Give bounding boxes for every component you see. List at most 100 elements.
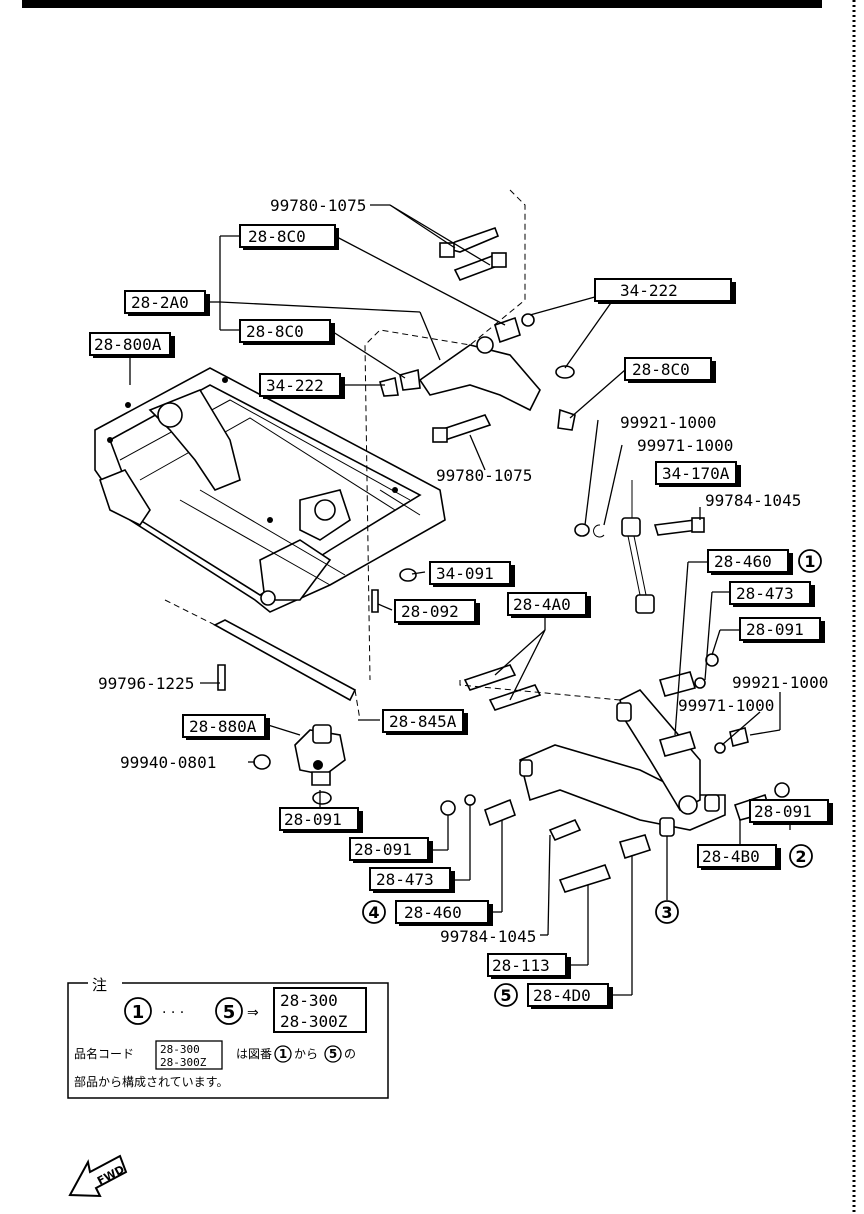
svg-text:28-2A0: 28-2A0 bbox=[131, 293, 189, 312]
svg-text:の: の bbox=[344, 1047, 356, 1061]
svg-text:28-4B0: 28-4B0 bbox=[702, 847, 760, 866]
label-bolt-0801: 99940-0801 bbox=[120, 753, 216, 772]
label-nut-091-low: 28-091 bbox=[349, 837, 433, 863]
label-bolt-upper-top: 99780-1075 bbox=[270, 196, 366, 215]
svg-text:99784-1045: 99784-1045 bbox=[705, 491, 801, 510]
svg-text:28-300: 28-300 bbox=[160, 1043, 200, 1056]
svg-text:28-460: 28-460 bbox=[714, 552, 772, 571]
label-washer-1000-r: 99921-1000 bbox=[732, 673, 828, 692]
note-box: 注 1 · · · 5 ⇒ 28-300 28-300Z 品名コード 28-30… bbox=[67, 976, 389, 1099]
svg-text:99940-0801: 99940-0801 bbox=[120, 753, 216, 772]
label-nut-091-mid: 34-091 bbox=[429, 561, 515, 587]
svg-text:1: 1 bbox=[279, 1047, 287, 1061]
label-bush-473-r: 28-473 bbox=[729, 581, 815, 607]
svg-text:99780-1075: 99780-1075 bbox=[270, 196, 366, 215]
label-nut-222-left: 34-222 bbox=[259, 373, 345, 399]
svg-text:28-880A: 28-880A bbox=[189, 717, 257, 736]
svg-text:1: 1 bbox=[804, 552, 815, 571]
svg-text:2: 2 bbox=[795, 847, 806, 866]
label-crossmember: 28-800A bbox=[89, 332, 175, 358]
svg-text:99921-1000: 99921-1000 bbox=[732, 673, 828, 692]
svg-text:3: 3 bbox=[661, 903, 672, 922]
label-washer-s1000: 99971-1000 bbox=[637, 436, 733, 455]
svg-text:28-8C0: 28-8C0 bbox=[632, 360, 690, 379]
svg-text:28-4A0: 28-4A0 bbox=[513, 595, 571, 614]
label-bar-845: 28-845A bbox=[382, 709, 468, 735]
svg-text:· · ·: · · · bbox=[162, 1005, 184, 1021]
label-nut-222-right: 34-222 bbox=[594, 278, 736, 304]
svg-text:から: から bbox=[294, 1047, 318, 1061]
svg-text:99780-1075: 99780-1075 bbox=[436, 466, 532, 485]
upper-bolts-drawing bbox=[364, 189, 576, 681]
svg-text:34-222: 34-222 bbox=[266, 376, 324, 395]
svg-text:28-091: 28-091 bbox=[354, 840, 412, 859]
label-bush-460-r: 28-460 1 bbox=[707, 549, 822, 575]
svg-text:28-091: 28-091 bbox=[754, 802, 812, 821]
label-arm-2a0: 28-2A0 bbox=[124, 290, 210, 316]
callout-3: 3 bbox=[655, 900, 679, 924]
label-mount-880: 28-880A bbox=[182, 714, 270, 740]
bolt-28-092-drawing bbox=[371, 589, 379, 613]
label-bush-8c0-right: 28-8C0 bbox=[624, 357, 716, 383]
label-bolt-113: 28-113 bbox=[487, 953, 571, 979]
label-bolt-upper-bottom: 99780-1075 bbox=[436, 466, 532, 485]
fwd-arrow: FWD bbox=[68, 1154, 128, 1198]
svg-text:注: 注 bbox=[92, 976, 107, 994]
label-arm-4a0: 28-4A0 bbox=[507, 592, 591, 618]
label-nut-091-mount: 28-091 bbox=[279, 807, 363, 833]
svg-text:34-170A: 34-170A bbox=[662, 464, 730, 483]
label-stab-link: 34-170A bbox=[655, 461, 741, 487]
label-bolt-092: 28-092 bbox=[394, 599, 480, 625]
label-bush-473-low: 28-473 bbox=[369, 867, 455, 893]
stabilizer-bar-drawing bbox=[213, 619, 357, 702]
svg-text:28-8C0: 28-8C0 bbox=[246, 322, 304, 341]
stabilizer-link-drawing bbox=[574, 480, 705, 614]
nut-34-091-drawing bbox=[399, 568, 417, 582]
label-bush-4b0: 28-4B0 2 bbox=[697, 844, 813, 870]
svg-text:28-8C0: 28-8C0 bbox=[248, 227, 306, 246]
bolt-99940-drawing bbox=[253, 754, 271, 770]
svg-text:34-222: 34-222 bbox=[620, 281, 678, 300]
svg-text:28-091: 28-091 bbox=[746, 620, 804, 639]
svg-text:28-300Z: 28-300Z bbox=[160, 1056, 207, 1069]
svg-text:34-091: 34-091 bbox=[436, 564, 494, 583]
svg-text:5: 5 bbox=[329, 1047, 337, 1061]
svg-text:99971-1000: 99971-1000 bbox=[637, 436, 733, 455]
svg-text:99971-1000: 99971-1000 bbox=[678, 696, 774, 715]
svg-text:99784-1045: 99784-1045 bbox=[440, 927, 536, 946]
label-bush-4d0: 5 28-4D0 bbox=[494, 983, 613, 1009]
svg-text:部品から構成されています。: 部品から構成されています。 bbox=[74, 1074, 228, 1089]
mount-drawing bbox=[294, 724, 346, 805]
svg-text:は図番: は図番 bbox=[236, 1047, 272, 1061]
svg-text:⇒: ⇒ bbox=[247, 1005, 259, 1021]
label-nut-091-r: 28-091 bbox=[739, 617, 825, 643]
svg-text:28-473: 28-473 bbox=[736, 584, 794, 603]
svg-text:5: 5 bbox=[223, 1002, 236, 1023]
svg-text:28-845A: 28-845A bbox=[389, 712, 457, 731]
bolt-99796-drawing bbox=[217, 664, 226, 691]
svg-text:1: 1 bbox=[132, 1002, 145, 1023]
svg-text:28-091: 28-091 bbox=[284, 810, 342, 829]
label-washer-1000: 99921-1000 bbox=[620, 413, 716, 432]
label-nut-091-far: 28-091 bbox=[749, 799, 833, 825]
svg-text:28-473: 28-473 bbox=[376, 870, 434, 889]
svg-text:品名コード: 品名コード bbox=[74, 1046, 134, 1061]
lower-arm-drawing bbox=[440, 653, 790, 893]
label-bush-8c0-top: 28-8C0 bbox=[239, 224, 339, 250]
label-bush-460-low: 4 28-460 bbox=[362, 900, 493, 926]
svg-text:28-800A: 28-800A bbox=[94, 335, 162, 354]
label-bolt-1045-top: 99784-1045 bbox=[705, 491, 801, 510]
svg-text:28-460: 28-460 bbox=[404, 903, 462, 922]
label-bolt-1045-low: 99784-1045 bbox=[440, 927, 536, 946]
svg-text:28-300: 28-300 bbox=[280, 991, 338, 1010]
svg-text:4: 4 bbox=[368, 903, 379, 922]
svg-text:28-4D0: 28-4D0 bbox=[533, 986, 591, 1005]
label-washer-s1000-r: 99971-1000 bbox=[678, 696, 774, 715]
label-bolt-1225: 99796-1225 bbox=[98, 674, 194, 693]
svg-text:28-300Z: 28-300Z bbox=[280, 1012, 348, 1031]
svg-text:28-092: 28-092 bbox=[401, 602, 459, 621]
svg-text:5: 5 bbox=[500, 986, 511, 1005]
crossmember-drawing bbox=[94, 367, 446, 613]
svg-text:28-113: 28-113 bbox=[492, 956, 550, 975]
